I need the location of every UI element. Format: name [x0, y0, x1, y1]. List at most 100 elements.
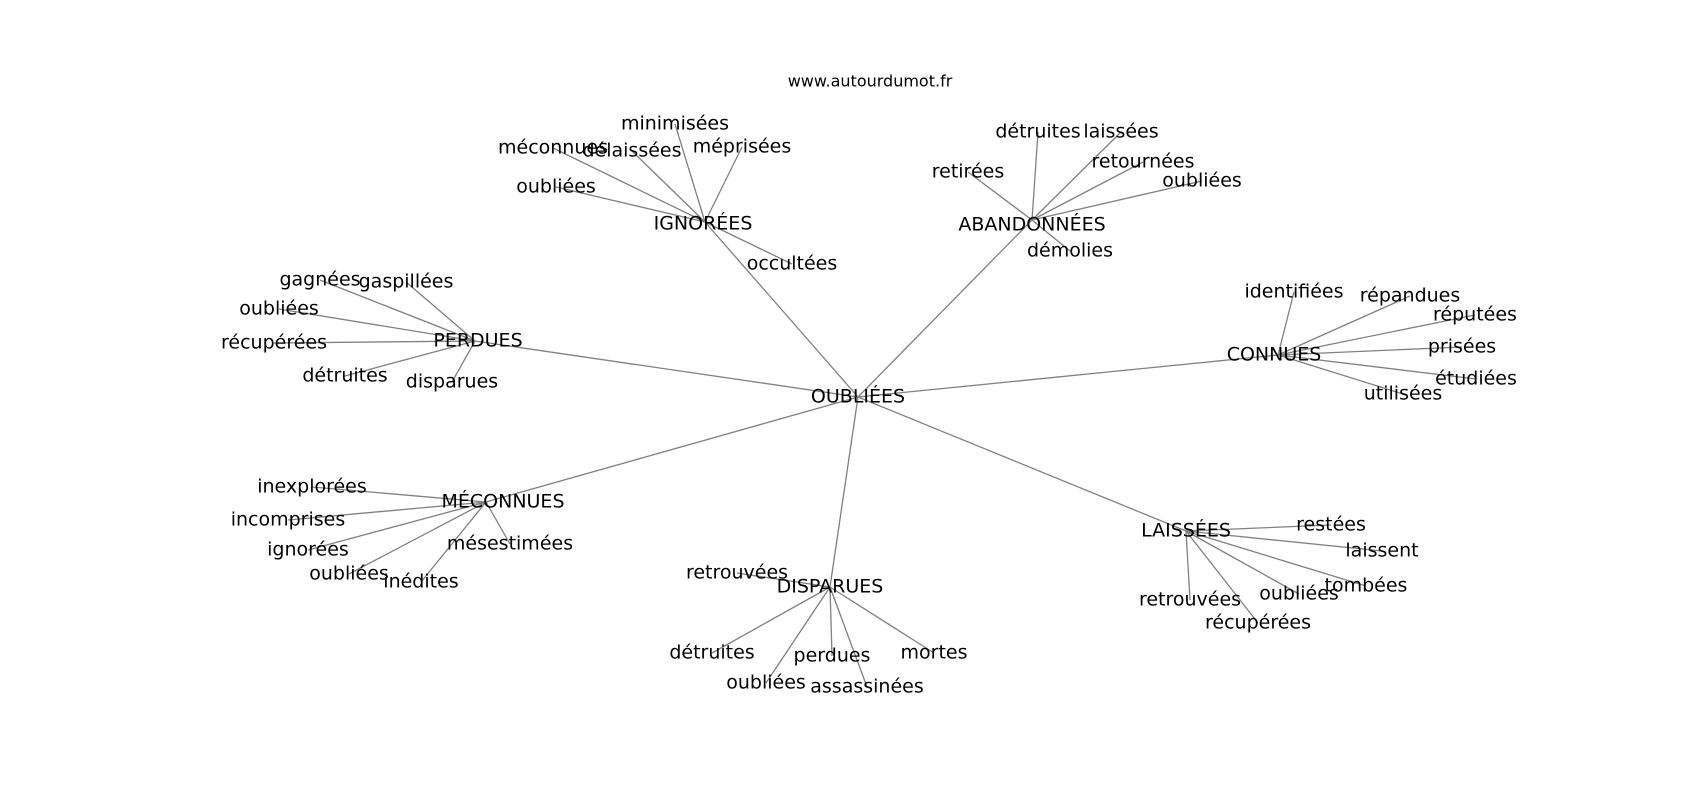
edge-hub-5-leaf-2: [829, 586, 833, 657]
edge-hub-2-leaf-1: [405, 281, 476, 342]
leaf-node-label: occultées: [747, 253, 838, 275]
leaf-node-label: assassinées: [810, 676, 923, 698]
leaf-node-label: réputées: [1433, 304, 1517, 326]
leaf-node-label: mortes: [901, 642, 968, 664]
edge-hub-6-leaf-4: [1185, 530, 1191, 601]
leaf-node-label: laissent: [1345, 540, 1418, 562]
edge-hub-6-leaf-2: [1185, 530, 1367, 587]
leaf-node-label: oubliées: [309, 563, 389, 585]
edge-hub-5-leaf-1: [711, 586, 831, 654]
hub-node-label: DISPARUES: [777, 576, 884, 598]
hub-node-label: MÉCONNUES: [441, 490, 564, 513]
edge-hub-4-leaf-0: [311, 486, 487, 503]
leaf-node-label: perdues: [794, 645, 871, 667]
edge-hub-6-leaf-5: [1185, 530, 1259, 624]
leaf-node-label: retirées: [932, 161, 1004, 183]
edge-hub-0-leaf-5: [704, 221, 793, 265]
edge-root-4: [485, 396, 859, 503]
hub-node-label: CONNUES: [1227, 344, 1322, 366]
leaf-node-label: inexplorées: [257, 476, 367, 498]
leaf-node-label: laissées: [1083, 121, 1158, 143]
leaf-node-label: oubliées: [239, 298, 319, 320]
graph-labels: OUBLIÉES IGNORÉES minimisées méconnuesdélai…: [221, 113, 1517, 698]
edge-hub-1-leaf-1: [1031, 131, 1122, 221]
edge-hub-1-leaf-5: [1031, 219, 1071, 252]
edge-hub-5-leaf-3: [829, 586, 935, 654]
edge-hub-6-leaf-3: [1185, 530, 1300, 595]
edge-root-3: [857, 354, 1279, 398]
leaf-node-label: ignorées: [267, 539, 349, 561]
edge-hub-4-leaf-5: [485, 501, 511, 545]
site-watermark: www.autourdumot.fr: [788, 72, 953, 91]
edge-hub-1-leaf-4: [1031, 180, 1203, 221]
leaf-node-label: méconnues: [498, 137, 608, 159]
leaf-node-label: restées: [1296, 514, 1366, 536]
leaf-node-label: étudiées: [1435, 368, 1517, 390]
edge-hub-3-leaf-0: [1277, 291, 1295, 356]
edge-hub-6-leaf-1: [1185, 530, 1383, 552]
leaf-node-label: détruites: [995, 121, 1080, 143]
leaf-node-label: gagnées: [279, 269, 360, 291]
hub-node-label: IGNORÉES: [654, 212, 753, 235]
edge-hub-6-leaf-0: [1185, 524, 1332, 532]
edge-hub-2-leaf-4: [344, 340, 476, 377]
edge-hub-4-leaf-3: [348, 501, 487, 575]
leaf-node-label: récupérées: [1205, 612, 1311, 634]
graph-edges: [273, 123, 1477, 688]
hub-node-label: LAISSÉES: [1141, 519, 1231, 542]
edge-root-1: [857, 219, 1033, 398]
edge-hub-4-leaf-1: [287, 501, 487, 521]
leaf-node-label: disparues: [406, 371, 498, 393]
leaf-node-label: détruites: [302, 365, 387, 387]
leaf-node-label: retrouvées: [686, 562, 788, 584]
leaf-node-label: tombées: [1325, 575, 1408, 597]
leaf-node-label: inédites: [383, 571, 458, 593]
leaf-node-label: identifiées: [1244, 281, 1343, 303]
edge-hub-4-leaf-2: [307, 501, 487, 551]
edge-hub-1-leaf-3: [1031, 161, 1144, 221]
leaf-node-label: mésestimées: [447, 533, 573, 555]
edge-hub-0-leaf-0: [674, 123, 706, 223]
edge-hub-0-leaf-4: [555, 186, 706, 223]
leaf-node-label: récupérées: [221, 332, 327, 354]
leaf-node-label: méprisées: [693, 136, 792, 158]
root-node-label: OUBLIÉES: [811, 385, 905, 408]
leaf-node-label: oubliées: [1259, 583, 1339, 605]
leaf-node-label: incomprises: [231, 509, 346, 531]
leaf-node-label: détruites: [669, 642, 754, 664]
leaf-node-label: minimisées: [621, 113, 729, 135]
edge-hub-3-leaf-3: [1277, 346, 1463, 356]
leaf-node-label: démolies: [1027, 240, 1113, 262]
hub-node-label: ABANDONNÉES: [958, 213, 1105, 236]
edge-hub-0-leaf-2: [631, 150, 706, 223]
edge-hub-5-leaf-5: [829, 586, 868, 688]
leaf-node-label: gaspillées: [359, 271, 454, 293]
edge-hub-2-leaf-3: [273, 340, 476, 344]
leaf-node-label: retrouvées: [1139, 589, 1241, 611]
leaf-node-label: utilisées: [1364, 383, 1443, 405]
edge-hub-2-leaf-0: [319, 279, 476, 342]
edge-hub-5-leaf-0: [736, 572, 831, 588]
edge-hub-1-leaf-0: [1031, 131, 1039, 221]
leaf-node-label: oubliées: [726, 672, 806, 694]
leaf-node-label: oubliées: [516, 176, 596, 198]
edge-root-0: [704, 221, 859, 398]
edge-hub-0-leaf-1: [552, 147, 706, 223]
edge-hub-5-leaf-4: [765, 586, 831, 684]
edge-hub-0-leaf-3: [704, 146, 743, 223]
edge-hub-3-leaf-2: [1277, 314, 1476, 356]
edge-hub-2-leaf-2: [278, 308, 476, 342]
hub-node-label: PERDUES: [433, 330, 522, 352]
leaf-node-label: délaissées: [582, 140, 681, 162]
edge-hub-3-leaf-1: [1277, 295, 1411, 356]
edge-root-2: [474, 340, 859, 398]
leaf-node-label: répandues: [1360, 285, 1461, 307]
leaf-node-label: retournées: [1092, 151, 1195, 173]
leaf-node-label: oubliées: [1162, 170, 1242, 192]
edge-hub-3-leaf-4: [1277, 354, 1477, 380]
edge-hub-3-leaf-5: [1277, 354, 1404, 395]
leaf-node-label: prisées: [1428, 336, 1496, 358]
edge-hub-2-leaf-5: [451, 340, 476, 383]
